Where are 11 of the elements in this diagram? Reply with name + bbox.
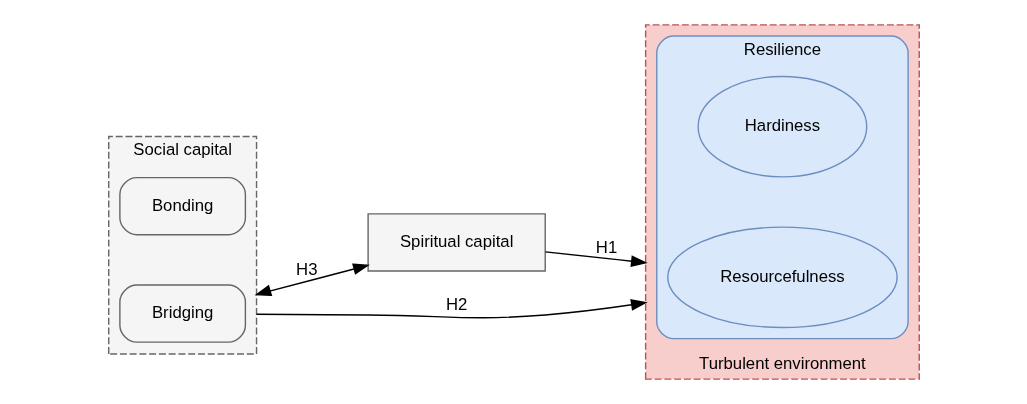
edge-label: H2	[445, 295, 467, 315]
edge-label: H3	[295, 260, 317, 280]
node-ellipse: Resourcefulness	[666, 226, 898, 329]
edge-label: H1	[595, 238, 617, 258]
node-box: Bonding	[118, 176, 246, 236]
node-box: Spiritual capital	[366, 213, 546, 272]
node-ellipse: Hardiness	[696, 75, 867, 178]
arrow	[254, 263, 370, 297]
arrow	[255, 299, 648, 319]
arrow	[544, 251, 648, 267]
node-box: Bridging	[118, 284, 246, 343]
